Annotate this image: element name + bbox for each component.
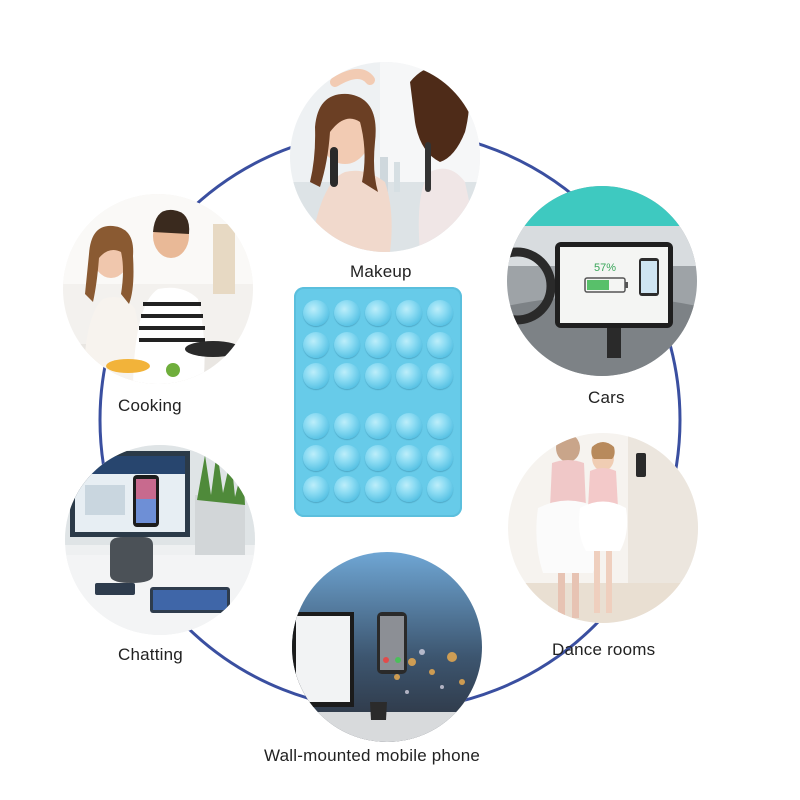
suction-cup bbox=[334, 363, 360, 389]
desk-chatting-photo-icon bbox=[65, 445, 255, 635]
suction-cup bbox=[303, 476, 329, 502]
cooking-scene bbox=[63, 194, 253, 384]
suction-cup bbox=[303, 332, 329, 358]
suction-cup bbox=[365, 332, 391, 358]
suction-cup bbox=[396, 332, 422, 358]
wall-phone-label: Wall-mounted mobile phone bbox=[264, 746, 481, 765]
suction-cup bbox=[427, 413, 453, 439]
suction-cup bbox=[303, 363, 329, 389]
cars-scene: 57% bbox=[507, 186, 697, 376]
suction-cup bbox=[303, 300, 329, 326]
suction-cup bbox=[334, 413, 360, 439]
suction-cup bbox=[427, 332, 453, 358]
makeup-label: Makeup bbox=[350, 262, 412, 281]
dance-room-photo-icon bbox=[508, 433, 698, 623]
cooking-label: Cooking bbox=[118, 396, 182, 415]
wall-mounted-phone-photo-icon bbox=[292, 552, 482, 742]
makeup-scene bbox=[290, 62, 480, 252]
suction-cup bbox=[303, 413, 329, 439]
suction-cup bbox=[396, 300, 422, 326]
suction-cup-pad bbox=[294, 287, 462, 517]
suction-cup bbox=[365, 445, 391, 471]
suction-cup bbox=[365, 363, 391, 389]
chatting-scene bbox=[65, 445, 255, 635]
cooking-photo-icon bbox=[63, 194, 253, 384]
makeup-photo-icon bbox=[290, 62, 480, 252]
suction-cup bbox=[427, 300, 453, 326]
suction-cup bbox=[334, 332, 360, 358]
suction-cup bbox=[303, 445, 329, 471]
suction-cup bbox=[396, 476, 422, 502]
dance-label: Dance rooms bbox=[552, 640, 656, 659]
battery-percent: 57% bbox=[594, 262, 616, 274]
suction-cup bbox=[365, 476, 391, 502]
car-dashboard-photo-icon: 57% bbox=[507, 186, 697, 376]
suction-cup bbox=[396, 413, 422, 439]
dance-scene bbox=[508, 433, 698, 623]
suction-cup bbox=[427, 476, 453, 502]
suction-cup bbox=[334, 445, 360, 471]
suction-cup bbox=[334, 300, 360, 326]
cars-label: Cars bbox=[588, 388, 625, 407]
wall-phone-scene bbox=[292, 552, 482, 742]
suction-cup bbox=[365, 300, 391, 326]
suction-cup bbox=[396, 445, 422, 471]
suction-cup bbox=[334, 476, 360, 502]
suction-cup bbox=[427, 363, 453, 389]
chatting-label: Chatting bbox=[118, 645, 183, 664]
suction-cup bbox=[427, 445, 453, 471]
suction-cup bbox=[396, 363, 422, 389]
suction-cup bbox=[365, 413, 391, 439]
